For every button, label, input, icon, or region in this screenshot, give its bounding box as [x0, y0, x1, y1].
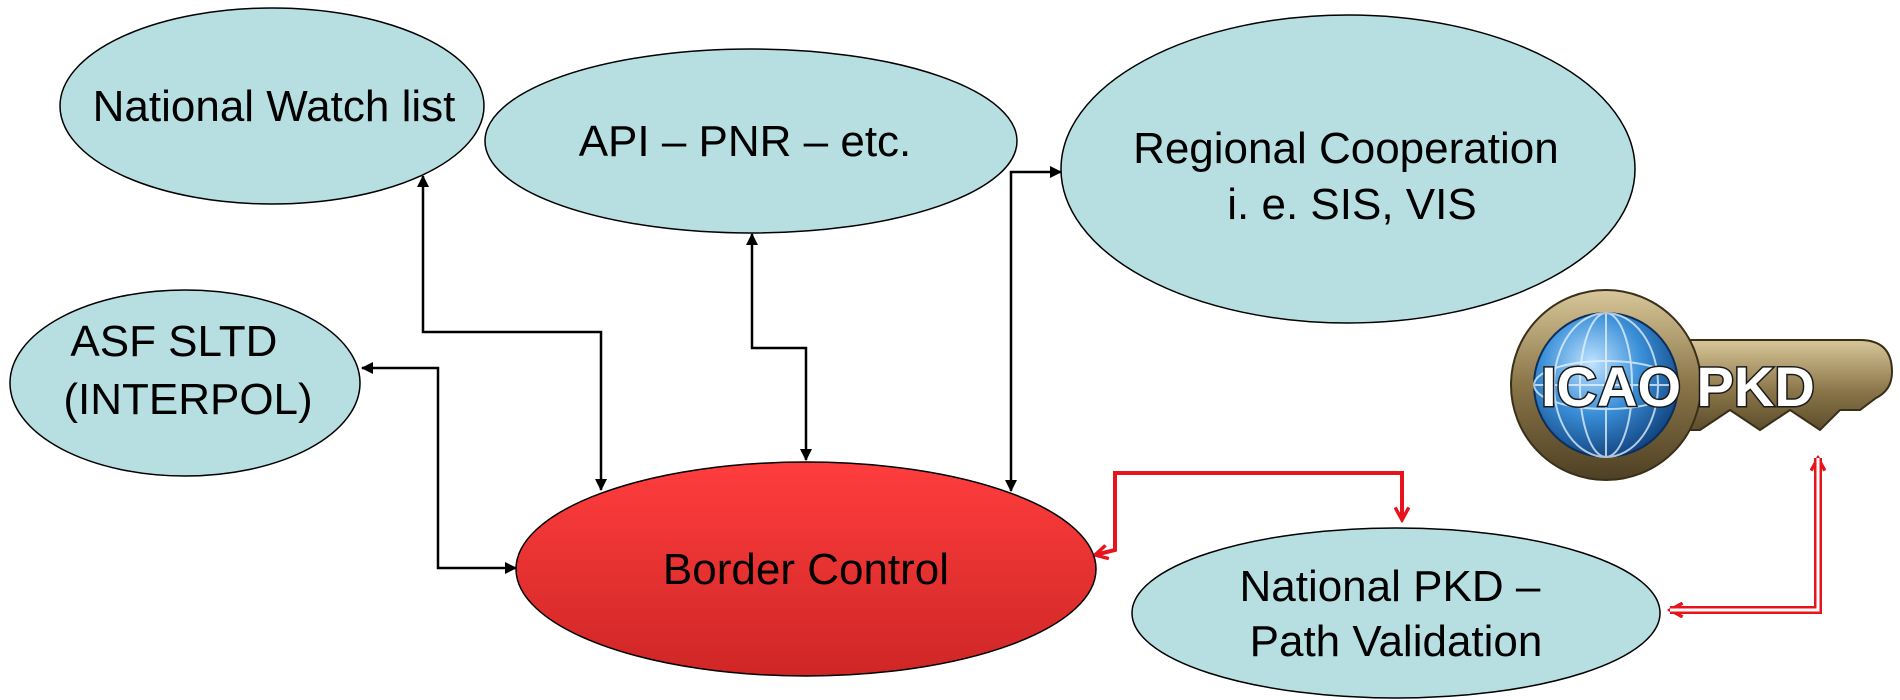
globe-grid: [1533, 312, 1679, 458]
logo-text: ICAO PKD: [1541, 355, 1815, 418]
connector-api-border: [746, 233, 812, 461]
node-label-line: ASF SLTD: [70, 317, 277, 366]
node-asf-sltd[interactable]: ASF SLTD (INTERPOL): [9, 289, 361, 477]
connectors: [361, 166, 1818, 610]
connector-border-national-pkd: [1095, 471, 1402, 555]
svg-text:Border Control: Border Control: [663, 545, 949, 594]
svg-text:API – PNR – etc.: API – PNR – etc.: [579, 117, 912, 166]
icao-pkd-logo: ICAO PKD: [1510, 289, 1894, 481]
node-api-pnr[interactable]: API – PNR – etc.: [484, 48, 1018, 234]
connector-watchlist-border: [417, 175, 607, 491]
node-label-line: API – PNR – etc.: [579, 117, 912, 166]
node-regional-cooperation[interactable]: Regional Cooperation i. e. SIS, VIS: [1060, 14, 1636, 324]
node-label-line: Border Control: [663, 545, 949, 594]
node-label-line: (INTERPOL): [63, 375, 312, 424]
node-label-line: i. e. SIS, VIS: [1227, 180, 1476, 229]
node-national-watch-list[interactable]: National Watch list: [59, 7, 485, 205]
node-national-pkd[interactable]: National PKD – Path Validation: [1131, 527, 1661, 699]
svg-text:National Watch list: National Watch list: [93, 82, 456, 131]
svg-text:ASF SLTD (INTERPOL): ASF SLTD (INTERPOL): [63, 317, 312, 424]
node-label-line: Regional Cooperation: [1133, 124, 1559, 173]
connector-asf-border: [361, 362, 517, 574]
connector-regional-border: [1005, 166, 1062, 492]
svg-text:Regional Cooperation i.: Regional Cooperation i. e. SIS, VIS: [1133, 124, 1571, 229]
connector-national-pkd-icao: [1670, 458, 1818, 610]
node-border-control[interactable]: Border Control: [515, 461, 1097, 677]
node-label-line: National PKD –: [1239, 562, 1540, 611]
node-label-line: National Watch list: [93, 82, 456, 131]
svg-text:National PKD – Path Vali: National PKD – Path Validation: [1239, 562, 1552, 666]
node-label-line: Path Validation: [1250, 617, 1543, 666]
